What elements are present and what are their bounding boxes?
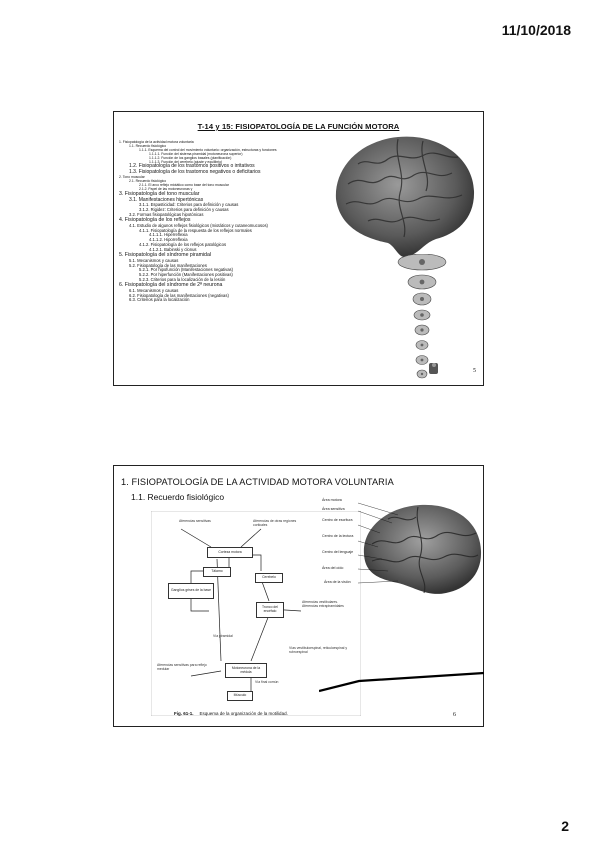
label-afferent-sensory: Aferencias sensitivas xyxy=(179,519,211,523)
box-cerebellum: Cerebelo xyxy=(255,573,283,583)
box-basal-ganglia: Ganglios grises de la base xyxy=(168,583,214,599)
toc-item: 4. Fisiopatología de los reflejos xyxy=(119,216,191,223)
slide-6: 1. FISIOPATOLOGÍA DE LA ACTIVIDAD MOTORA… xyxy=(113,465,484,727)
toc-item: 4.1.2. Fisiopatología de los reflejos pa… xyxy=(139,242,227,248)
box-muscle: Músculo xyxy=(227,691,253,701)
brain-label-reading: Centro de la lectura xyxy=(322,534,354,538)
box-brainstem: Tronco del encéfalo xyxy=(256,602,284,618)
toc-item: 4.1.1.1. Hiperreflexia xyxy=(149,232,188,238)
print-date: 11/10/2018 xyxy=(501,22,571,38)
toc-item: 5.2.1. Por hipofunción (Manifestaciones … xyxy=(139,267,234,273)
label-extrapyramidal-pathways: Vías vestibuloespinal, reticuloespinal y… xyxy=(289,646,348,654)
brain-cortex-areas-image xyxy=(358,502,482,594)
toc-item: 4.1.1. Fisiopatología de la respuesta de… xyxy=(139,227,252,233)
toc-item: 3. Fisiopatología del tono muscular xyxy=(119,190,200,197)
slide-title: T-14 y 15: FISIOPATOLOGÍA DE LA FUNCIÓN … xyxy=(197,122,400,131)
toc-item: 5.1. Mecanismos y causas xyxy=(129,257,179,263)
toc-item: 6. Fisiopatología del síndrome de 2ª neu… xyxy=(119,281,223,288)
label-vestibular-afferents: Aferencias vestibulares. Aferencias extr… xyxy=(302,600,344,608)
toc-item: 6.2. Fisiopatología de las manifestacion… xyxy=(129,292,229,298)
label-pyramidal-pathway: Vía piramidal xyxy=(213,634,233,638)
toc-item: 2.1.2. Papel de las motoneuronas γ xyxy=(139,186,193,191)
toc-item: 1.1.1. Esquema del control del movimient… xyxy=(139,147,277,152)
brain-lateral-image xyxy=(335,136,475,258)
toc-item: 1.3. Fisiopatología de los trastornos ne… xyxy=(129,169,261,176)
box-motor-cortex: Corteza motora xyxy=(207,547,253,558)
toc-item: 2.1.1. El arco reflejo miotático como ba… xyxy=(139,182,229,187)
toc-item: 2. Tono muscular xyxy=(119,174,145,179)
toc-item: 4.1.1.2. Hiporreflexia xyxy=(149,237,188,243)
toc-item: 4.1. Estudio de algunos reflejos fisioló… xyxy=(129,222,268,228)
label-afferent-cortical: Aferencias de otras regiones corticales xyxy=(253,519,297,527)
slide-5: T-14 y 15: FISIOPATOLOGÍA DE LA FUNCIÓN … xyxy=(113,111,484,386)
slide-title: 1. FISIOPATOLOGÍA DE LA ACTIVIDAD MOTORA… xyxy=(121,477,394,487)
toc-item: 1.1.1.1. Función del sistema piramidal (… xyxy=(149,151,243,156)
slide-number: 5 xyxy=(473,368,476,374)
brain-sections-image xyxy=(397,254,447,379)
toc-item: 6.1. Mecanismos y causas xyxy=(129,287,179,293)
toc-item: 3.1.1. Espasticidad: Criterios para defi… xyxy=(139,202,239,208)
toc-item: 5.2. Fisiopatología de las manifestacion… xyxy=(129,262,207,268)
brain-label-vision: Área de la visión xyxy=(324,580,351,584)
brain-label-hearing: Área del oído xyxy=(322,566,344,570)
motor-organization-diagram: Aferencias sensitivas Aferencias de otra… xyxy=(151,511,361,716)
black-stroke-line xyxy=(319,671,484,693)
label-reflex-afferents: Aferencias sensitivas para reflejo medul… xyxy=(157,663,207,671)
toc-item: 5.2.3. Criterios para la localización de… xyxy=(139,276,226,282)
slide-subtitle: 1.1. Recuerdo fisiológico xyxy=(131,492,225,502)
box-lower-motor-neuron: Motoneurona de la médula xyxy=(225,663,267,678)
toc-item: 3.2. Formas fisiopatológicas hipotónicas xyxy=(129,211,204,217)
toc-item: 6.3. Criterios para la localización xyxy=(129,297,190,303)
brain-label-sensory: Área sensitiva xyxy=(322,507,345,511)
toc-item: 5.2.2. Por hiperfunción (Manifestaciones… xyxy=(139,272,233,278)
brain-label-motor: Área motora xyxy=(322,498,342,502)
toc-item: 4.1.2.1. Babinski y clonus xyxy=(149,246,197,252)
toc-item: 2.1. Recuerdo fisiológico xyxy=(129,178,167,183)
brain-label-writing: Centro de escritura xyxy=(322,518,353,522)
toc-item: 5. Fisiopatología del síndrome piramidal xyxy=(119,251,211,258)
brain-label-language: Centro del lenguaje xyxy=(322,550,354,554)
label-final-common-path: Vía final común xyxy=(255,680,279,684)
figure-caption: Fig. 61-1.Esquema de la organización de … xyxy=(174,711,288,716)
toc-item: 3.1. Manifestaciones hipertónicas xyxy=(129,196,204,203)
table-of-contents: 1. Fisiopatología de la actividad motora… xyxy=(119,140,369,303)
toc-item: 1. Fisiopatología de la actividad motora… xyxy=(119,140,194,144)
slide-number: 6 xyxy=(453,712,456,718)
toc-item: 3.1.2. Rigidez: Criterios para definició… xyxy=(139,207,229,213)
toc-item: 1.1. Recuerdo fisiológico xyxy=(129,143,167,148)
small-figure-icon xyxy=(429,363,438,374)
toc-item: 1.1.1.3. Función del cerebelo (ajuste y … xyxy=(149,159,223,164)
page-number: 2 xyxy=(561,818,569,834)
toc-item: 1.2. Fisiopatología de los trastornos po… xyxy=(129,163,255,170)
toc-item: 1.1.1.2. Función de los ganglios basales… xyxy=(149,155,232,160)
box-thalamus: Tálamo xyxy=(203,567,231,577)
